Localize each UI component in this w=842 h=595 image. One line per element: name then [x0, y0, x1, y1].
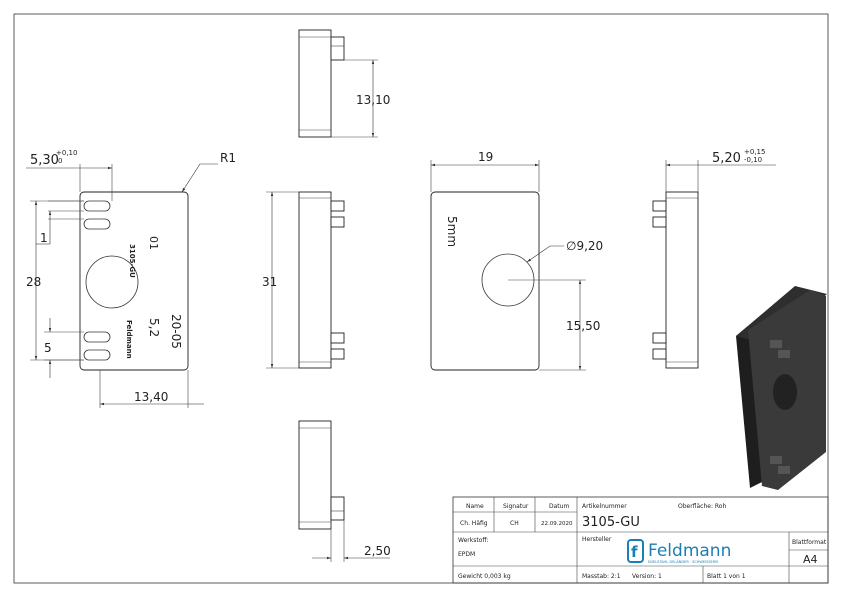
side-bot-pin	[330, 496, 345, 521]
logo-icon	[627, 539, 644, 563]
center-hole	[85, 255, 139, 309]
side-mid-body	[298, 191, 332, 369]
tb-col-datum: Datum	[549, 503, 569, 510]
dim-1-value: 1	[40, 231, 48, 245]
dim-28-value: 28	[26, 275, 41, 289]
right-side-view: 5,20 +0,15 -0,10	[652, 148, 776, 369]
side-mid-pin-2	[330, 216, 345, 228]
side-mid-pin-4	[330, 348, 345, 360]
dim-5-30-upper: +0,10	[56, 149, 77, 157]
side-view-top: 13,10	[298, 29, 390, 138]
iso-face-left	[736, 326, 762, 488]
tb-row-signatur: CH	[510, 520, 519, 527]
tb-werkstoff-label: Werkstoff:	[458, 537, 489, 544]
isometric-part-view	[736, 286, 827, 490]
back-view: 5mm 19 ∅9,20 15,50	[430, 150, 603, 371]
side-view-bottom: 2,50	[298, 420, 391, 562]
tb-row-datum: 22.09.2020	[541, 521, 573, 527]
dim-5-30-value: 5,30	[30, 153, 59, 168]
tb-artikel-value: 3105-GU	[582, 515, 640, 530]
iso-pin-2	[778, 350, 790, 358]
logo-tagline: EDELSTAHL-GELÄNDER · SCHWEISSEREI	[648, 559, 718, 564]
slot-bottom-1	[83, 331, 111, 343]
engraving-date: 20-05	[169, 314, 183, 349]
dim-2-50-value: 2,50	[364, 544, 391, 558]
tb-werkstoff-value: EPDM	[458, 551, 475, 558]
side-mid-pin-3	[330, 332, 345, 344]
dim-15-50-value: 15,50	[566, 319, 600, 333]
dim-13-40-value: 13,40	[134, 390, 168, 404]
tb-row-name: Ch. Häfig	[460, 520, 488, 527]
tb-blattformat-label: Blattformat	[792, 539, 827, 546]
right-pin-1	[652, 200, 667, 212]
dim-5-20-lower: -0,10	[744, 156, 762, 164]
right-pin-2	[652, 216, 667, 228]
engraving-5-2: 5,2	[147, 318, 161, 337]
front-view: 3105-GU 01 Feldmann 5,2 20-05 R1 5,30 +0…	[26, 149, 236, 408]
tb-blatt: Blatt 1 von 1	[707, 573, 746, 580]
tb-oberflaeche: Oberfläche: Roh	[678, 503, 726, 510]
logo-text: Feldmann	[648, 541, 731, 561]
tb-blattformat-value: A4	[803, 553, 818, 566]
feldmann-logo: f Feldmann EDELSTAHL-GELÄNDER · SCHWEISS…	[627, 539, 731, 564]
side-mid-pin-1	[330, 200, 345, 212]
right-pin-4	[652, 348, 667, 360]
dim-hole-value: ∅9,20	[566, 239, 603, 253]
engraving-code: 3105-GU	[128, 244, 136, 278]
right-pin-3	[652, 332, 667, 344]
radius-leader	[181, 163, 218, 193]
side-bot-body	[298, 420, 332, 530]
dim-5-30-lower: 0	[58, 157, 62, 165]
hole-leader	[526, 245, 564, 263]
back-label-5mm: 5mm	[445, 216, 459, 247]
tb-artikel-label: Artikelnummer	[582, 503, 627, 510]
dim-5-20-value: 5,20	[712, 151, 741, 166]
side-view-middle: 31	[262, 191, 345, 369]
slot-top-1	[83, 200, 111, 212]
dim-19-value: 19	[478, 150, 493, 164]
back-view-outline	[430, 191, 540, 371]
right-body	[665, 191, 699, 369]
iso-pin-1	[770, 340, 782, 348]
sheet-border	[13, 13, 829, 584]
slot-bottom-2	[83, 349, 111, 361]
engraving-01: 01	[147, 236, 160, 250]
side-top-body	[298, 29, 332, 138]
iso-pin-3	[770, 456, 782, 464]
title-block-frame	[452, 496, 829, 584]
tb-massstab: Masstab: 2:1	[582, 573, 621, 580]
tb-col-name: Name	[466, 503, 484, 510]
slot-top-2	[83, 218, 111, 230]
dim-5-value: 5	[44, 341, 52, 355]
dim-31-value: 31	[262, 275, 277, 289]
title-block: Name Signatur Datum Ch. Häfig CH 22.09.2…	[452, 496, 829, 584]
dim-5-20-upper: +0,15	[744, 148, 765, 156]
engraving-brand: Feldmann	[125, 320, 133, 359]
tb-hersteller-label: Hersteller	[582, 536, 612, 543]
dim-13-10-value: 13,10	[356, 93, 390, 107]
iso-pin-4	[778, 466, 790, 474]
iso-hole	[773, 374, 797, 410]
front-view-outline	[79, 191, 189, 371]
tb-col-signatur: Signatur	[503, 503, 529, 510]
tb-version: Version: 1	[632, 573, 662, 580]
side-top-pin	[330, 36, 345, 61]
logo-icon-letter: f	[631, 543, 638, 561]
radius-label: R1	[220, 151, 236, 165]
tb-gewicht: Gewicht 0,003 kg	[458, 573, 511, 580]
